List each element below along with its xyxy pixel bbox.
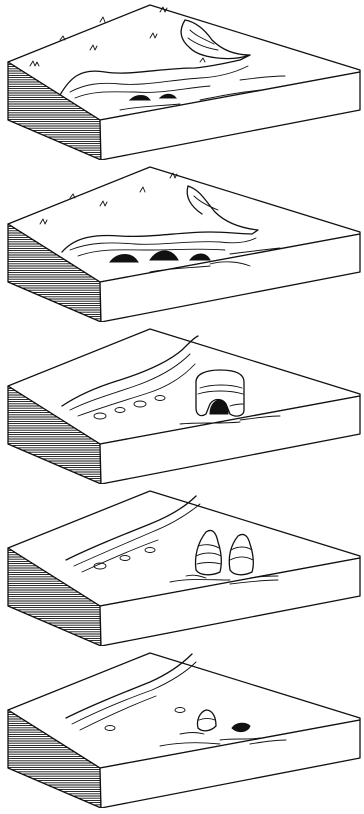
stage-4-block [0,486,364,646]
stage-2-caves [0,162,364,322]
stage-1-block [0,0,364,160]
stage-1-headland [0,0,364,160]
stage-5-block [0,648,364,808]
stage-2-block [0,162,364,322]
sea-arch [196,370,244,416]
stage-3-arch [0,324,364,484]
stage-4-stacks [0,486,364,646]
stage-3-block [0,324,364,484]
stage-5-stump [0,648,364,808]
